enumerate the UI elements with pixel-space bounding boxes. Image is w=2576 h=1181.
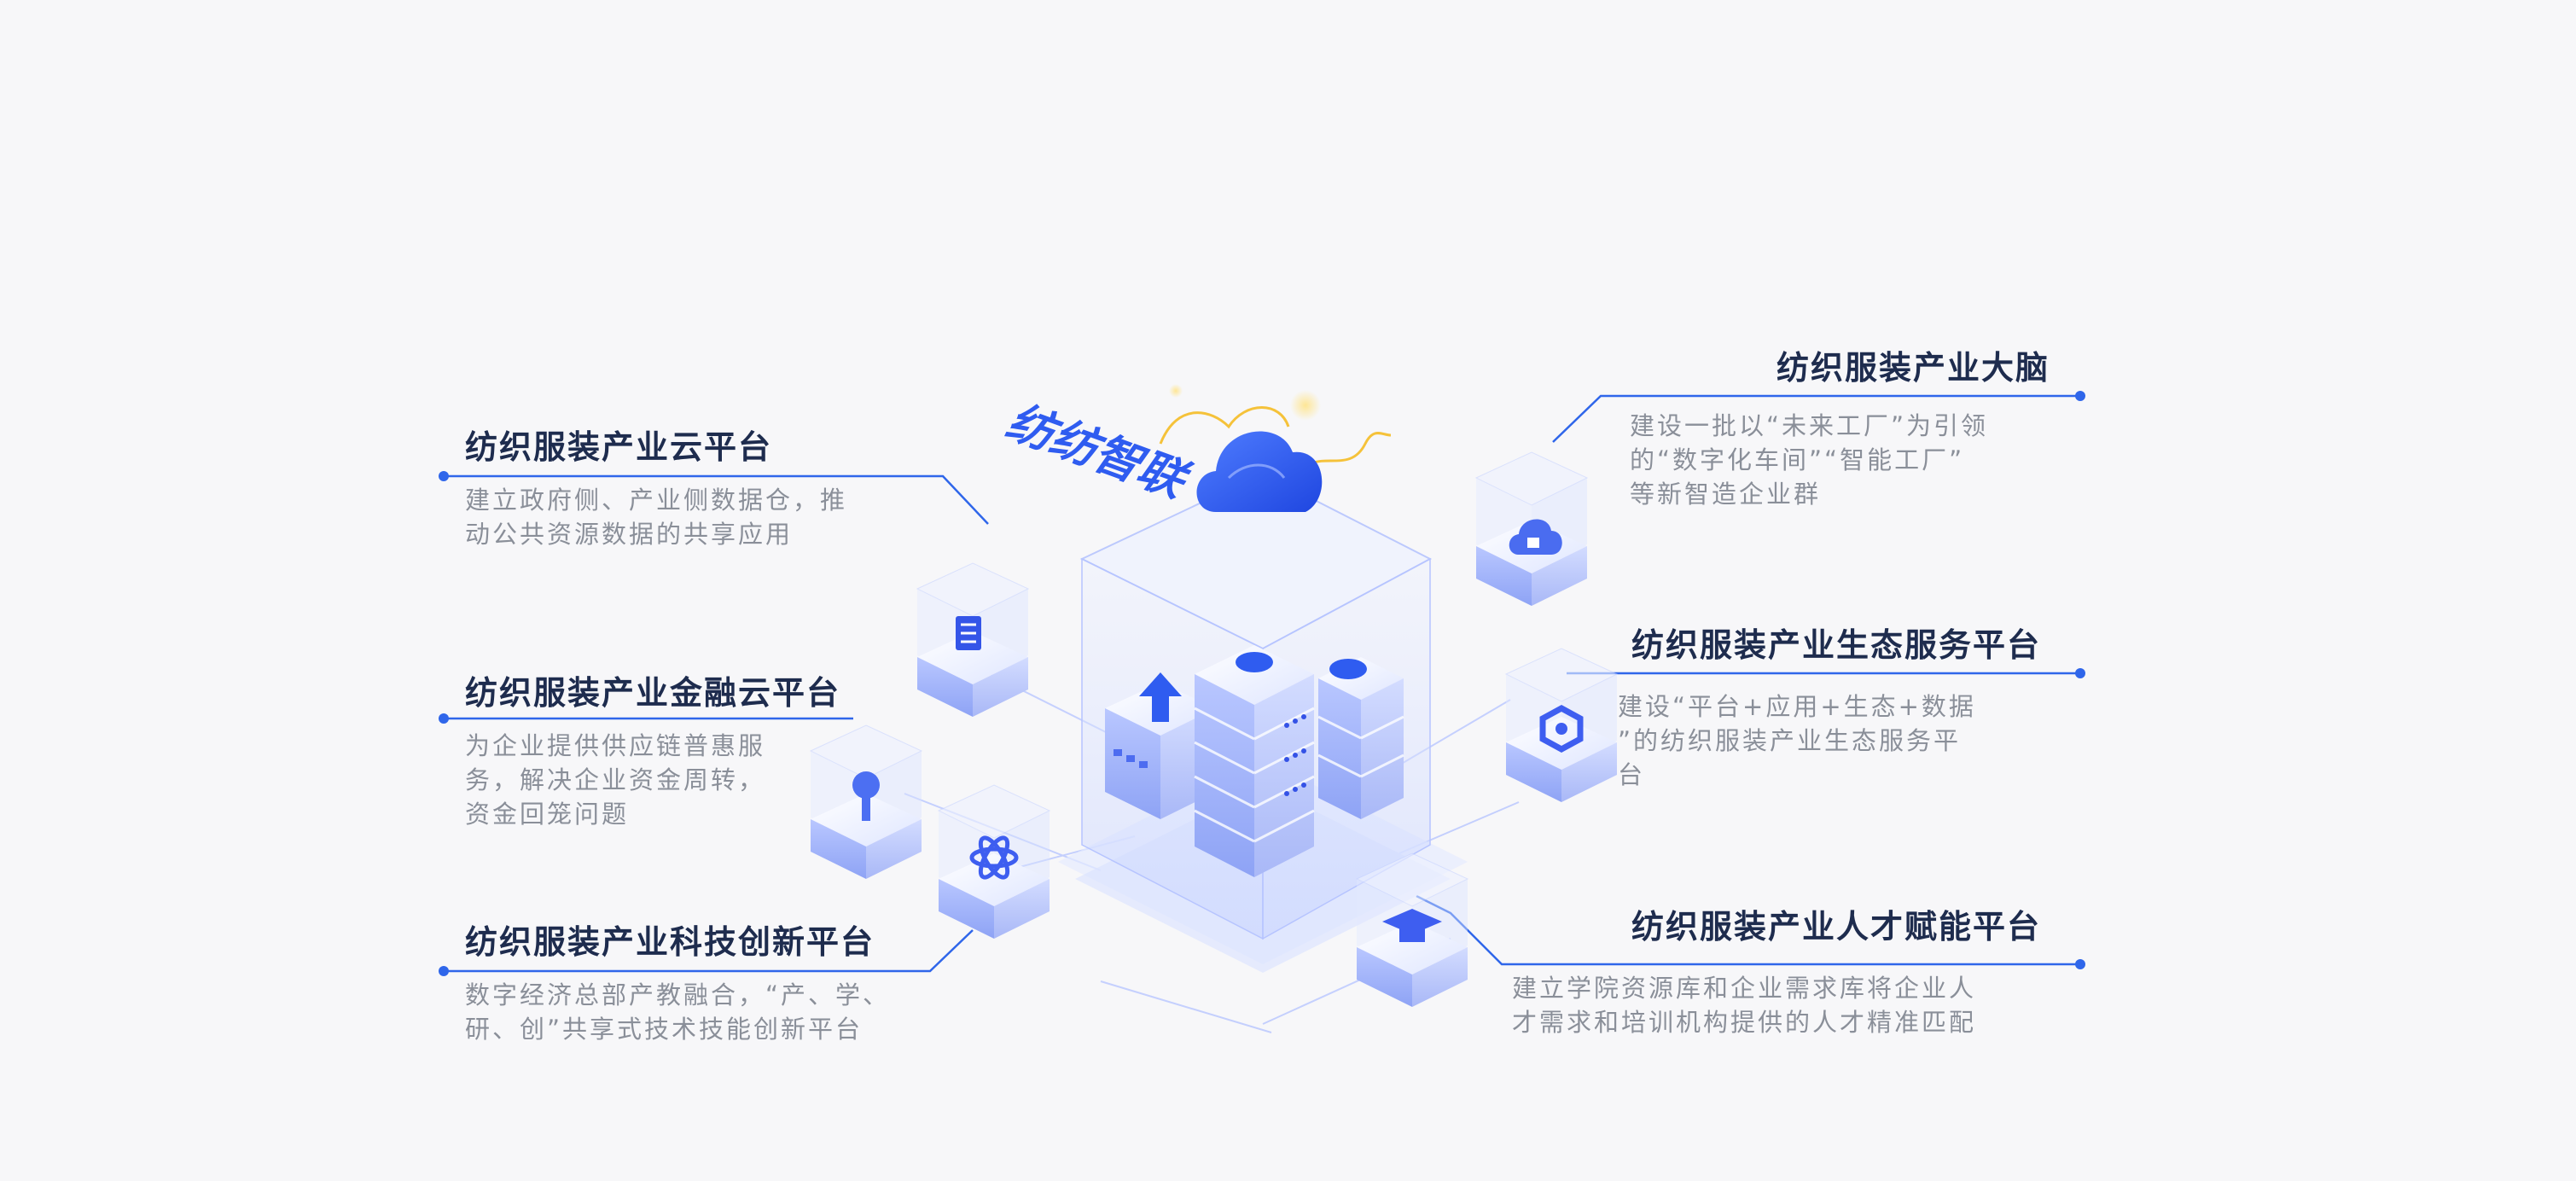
callout-description: 建设一批以“未来工厂”为引领 的“数字化车间”“智能工厂” 等新智造企业群 [1630, 411, 1989, 509]
connector-innovation-platform [444, 929, 974, 973]
callout-cloud-platform: 纺织服装产业云平台 建立政府侧、产业侧数据仓，推 动公共资源数据的共享应用 [465, 425, 847, 551]
module-graduation [1355, 852, 1469, 1007]
callout-title: 纺织服装产业科技创新平台 [465, 923, 875, 961]
module-atom [937, 784, 1051, 939]
connector-lines [439, 391, 2085, 976]
server-tower-center [1194, 645, 1315, 877]
callout-ecosystem-platform: 纺织服装产业生态服务平台 建设“平台+应用+生态+数据 ”的纺织服装产业生态服务… [1563, 623, 2041, 792]
server-racks [1105, 645, 1404, 877]
atom-icon [969, 835, 1019, 880]
callout-title: 纺织服装产业云平台 [465, 428, 773, 466]
callout-description: 建立学院资源库和企业需求库将企业人 才需求和培训机构提供的人才精准匹配 [1512, 974, 1977, 1037]
callout-industry-brain: 纺织服装产业大脑 建设一批以“未来工厂”为引领 的“数字化车间”“智能工厂” 等… [1589, 346, 2050, 511]
connector-cloud-platform [444, 474, 989, 525]
cloud-icon [1159, 384, 1392, 512]
module-cloud-lock [1474, 451, 1589, 606]
module-key [809, 724, 923, 879]
callout-innovation-platform: 纺织服装产业科技创新平台 数字经济总部产教融合，“产、学、 研、创”共享式技术技… [465, 920, 890, 1046]
module-document [916, 562, 1030, 717]
cloud-lock-icon [1509, 519, 1562, 555]
module-hexagon [1504, 648, 1619, 802]
graduation-cap-icon [1382, 909, 1442, 942]
server-tower-right [1317, 657, 1404, 819]
callout-title: 纺织服装产业生态服务平台 [1631, 626, 2041, 664]
callout-finance-platform: 纺织服装产业金融云平台 为企业提供供应链普惠服 务，解决企业资金周转， 资金回笼… [465, 671, 840, 831]
callout-description: 为企业提供供应链普惠服 务，解决企业资金周转， 资金回笼问题 [465, 731, 766, 829]
callout-description: 建立政府侧、产业侧数据仓，推 动公共资源数据的共享应用 [465, 486, 848, 549]
platform-label: 纺纺智联 [997, 398, 1202, 506]
connector-talent-platform [1416, 894, 2080, 966]
callout-title: 纺织服装产业金融云平台 [465, 674, 841, 712]
callout-description: 数字经济总部产教融合，“产、学、 研、创”共享式技术技能创新平台 [465, 980, 891, 1044]
key-icon [852, 771, 880, 821]
document-icon [956, 616, 981, 650]
callout-title: 纺织服装产业大脑 [1776, 349, 2050, 387]
callout-talent-platform: 纺织服装产业人才赋能平台 建立学院资源库和企业需求库将企业人 才需求和培训机构提… [1512, 905, 2041, 1039]
hexagon-shield-icon [1539, 705, 1584, 753]
connector-industry-brain [1552, 394, 2080, 443]
upload-arrow-icon [1139, 672, 1182, 722]
callout-description: 建设“平台+应用+生态+数据 ”的纺织服装产业生态服务平 台 [1618, 692, 1976, 789]
callout-title: 纺织服装产业人才赋能平台 [1631, 908, 2041, 945]
